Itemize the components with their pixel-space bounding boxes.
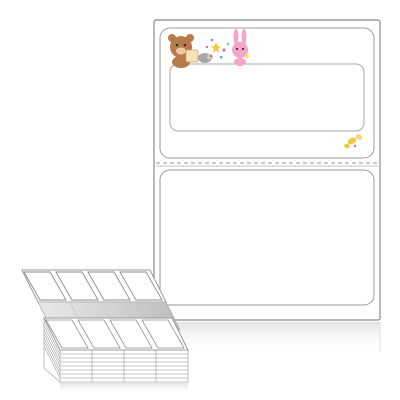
stack-label-3 (87, 271, 131, 301)
stack-label-4 (119, 271, 163, 301)
label-sheet (153, 19, 381, 321)
upper-label-text-area (169, 63, 365, 132)
stack-label-2 (55, 271, 99, 301)
hedgehog-icon (198, 53, 213, 63)
lower-label (159, 169, 375, 306)
rabbit-icon (232, 29, 250, 66)
stack-top-sheet (21, 269, 167, 303)
bear-icon (168, 34, 199, 68)
fanfold-label-stack (21, 269, 189, 393)
stack-reflection (60, 383, 188, 393)
stack-edges (43, 318, 189, 383)
sparkle-icon (206, 38, 230, 59)
candy-icon (344, 134, 363, 149)
stack-label-1 (23, 271, 67, 301)
sheet-reflection (154, 322, 380, 352)
